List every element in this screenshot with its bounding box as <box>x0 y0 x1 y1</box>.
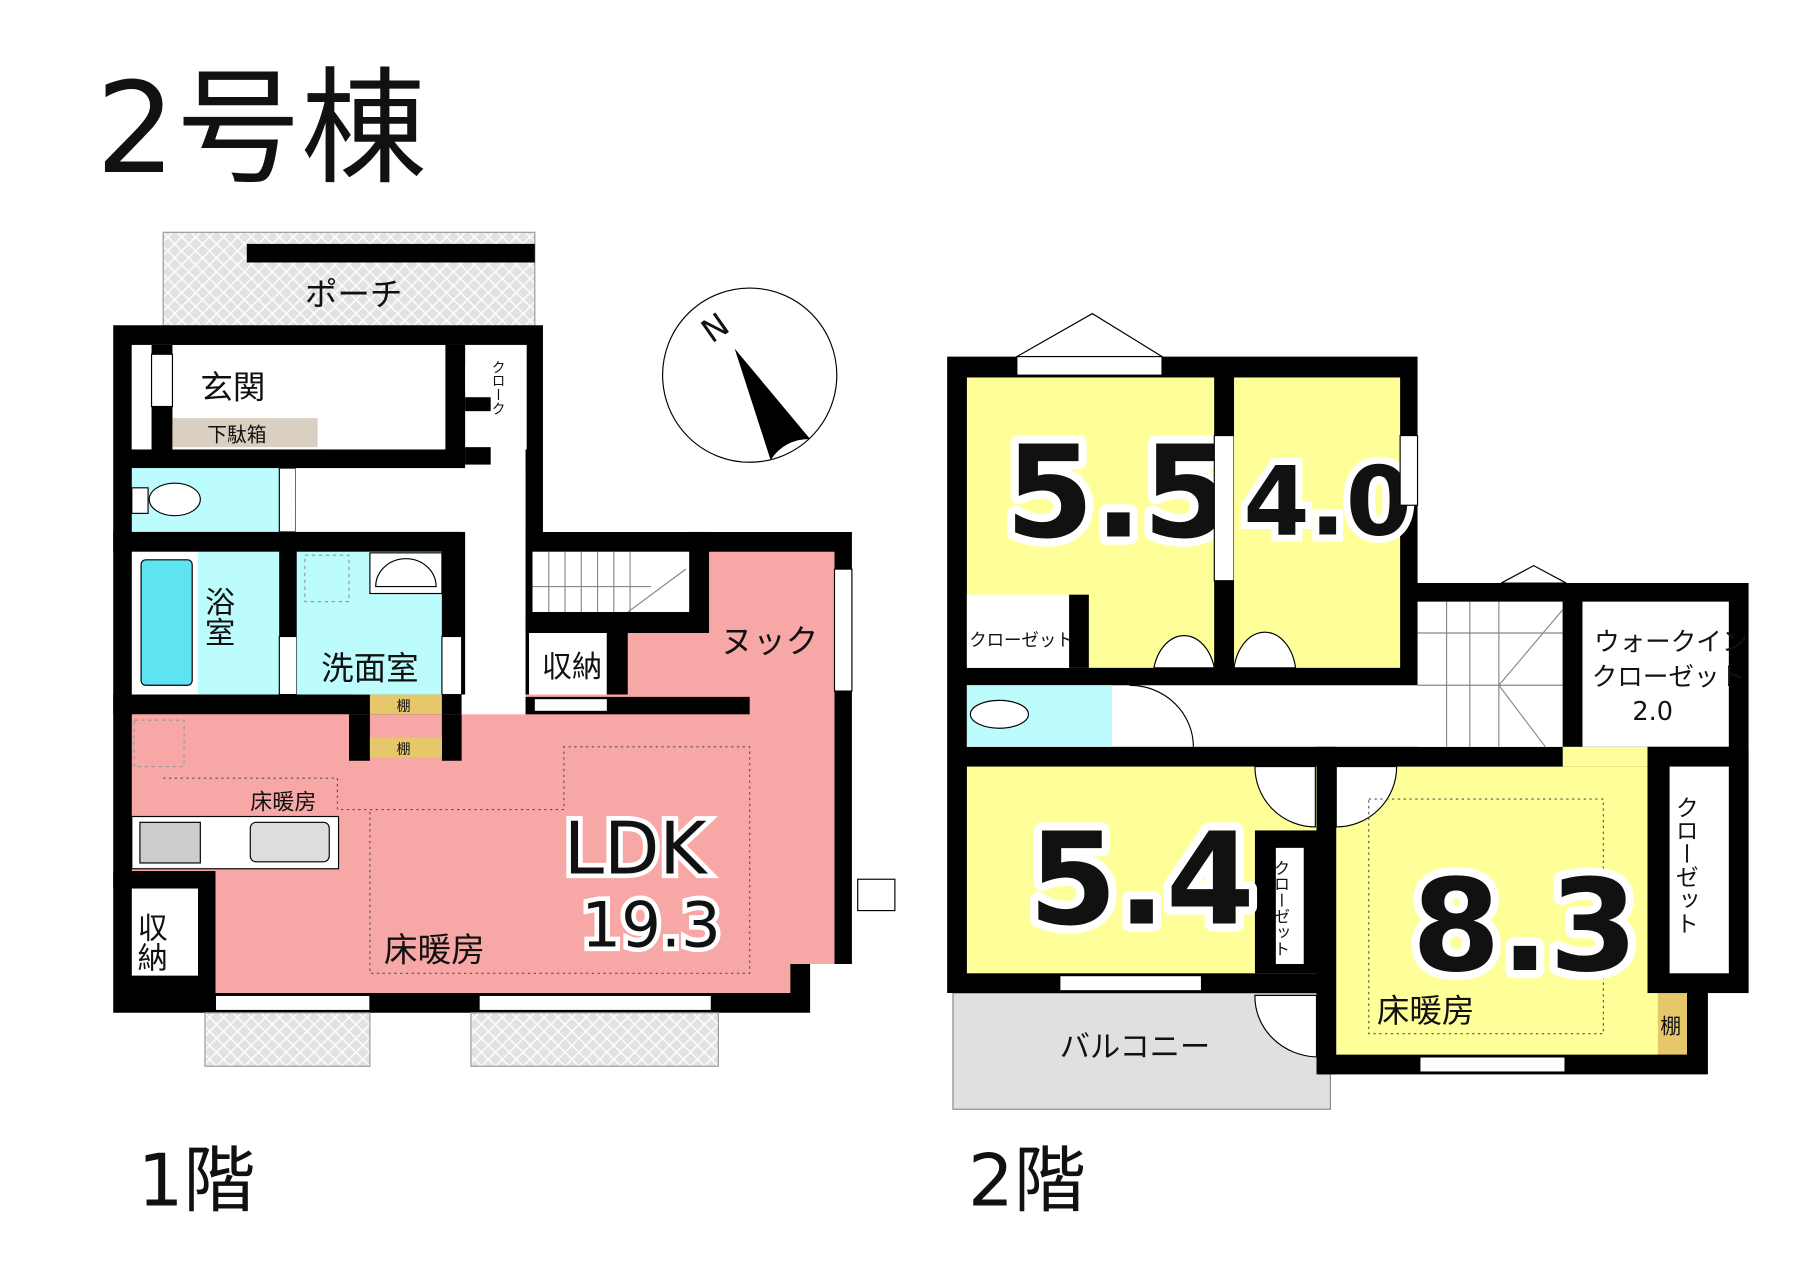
shelf-2f-label: 棚 <box>1660 1015 1681 1039</box>
storage-2 <box>131 888 199 976</box>
kitchen-floor-heating-label: 床暖房 <box>250 791 316 816</box>
bathroom <box>198 551 280 695</box>
storage-1 <box>529 633 607 695</box>
floor-2-label: 2階 <box>968 1139 1086 1223</box>
stairs-2f <box>1417 601 1563 747</box>
room-8-3-closet-label: クローゼット <box>1671 796 1698 935</box>
room-8-3-closet <box>1669 766 1729 974</box>
room-8-3 <box>1336 766 1658 1055</box>
wic-label-1: ウォークイン <box>1594 627 1747 657</box>
room-5-4-closet-label: クローゼット <box>1271 859 1290 957</box>
room-4-0 <box>1234 377 1401 668</box>
cloak-label: クローク <box>490 360 506 416</box>
sink-icon <box>249 821 330 863</box>
storage-1-label: 収納 <box>542 650 602 685</box>
room-5-5-size: 5.5 <box>1005 419 1231 568</box>
building-title: 2号棟 <box>96 56 427 202</box>
bath-label: 浴室 <box>199 587 234 647</box>
washroom-label: 洗面室 <box>321 649 419 687</box>
ldk-size: 19.3 <box>581 889 721 962</box>
shelf-2-label: 棚 <box>397 742 411 758</box>
compass: N <box>662 287 838 463</box>
stairs <box>532 551 690 613</box>
north-arrow-icon <box>734 348 811 460</box>
room-4-0-size: 4.0 <box>1243 447 1412 557</box>
porch-label: ポーチ <box>305 275 403 313</box>
bathtub-icon <box>140 559 193 686</box>
room-8-3-floor-heating-label: 床暖房 <box>1377 992 1475 1030</box>
floor-1-label: 1階 <box>138 1139 256 1223</box>
wic-label-2: クローゼット <box>1592 662 1745 692</box>
nook-label: ヌック <box>721 623 819 661</box>
stove-icon <box>139 821 201 864</box>
shelf-2 <box>369 737 442 758</box>
shoe-cabinet-label: 下駄箱 <box>207 423 266 446</box>
room-8-3-size: 8.3 <box>1412 852 1638 1001</box>
wic-size: 2.0 <box>1632 697 1673 727</box>
room-5-5-closet <box>966 594 1070 668</box>
entrance-label: 玄関 <box>200 368 265 406</box>
room-5-4-closet <box>1275 847 1304 965</box>
storage-2-label: 収納 <box>132 912 168 973</box>
walk-in-closet <box>1582 601 1729 747</box>
ldk-label: LDK <box>564 806 709 890</box>
room-5-5-closet-label: クローゼット <box>969 631 1073 651</box>
shoe-cabinet <box>172 418 318 448</box>
shelf-1 <box>369 694 442 715</box>
washbasin-icon <box>375 558 437 588</box>
ldk-room <box>131 551 835 994</box>
room-5-4-size: 5.4 <box>1028 805 1254 954</box>
balcony-label: バルコニー <box>1060 1030 1210 1065</box>
floor-2-plan: バルコニー クローゼット 5.5 4.0 ウォークイン クローゼット 2.0 <box>947 312 1749 1223</box>
shelf-1-label: 棚 <box>397 699 411 715</box>
floor-1-plan: ポーチ 玄関 下駄箱 クローク 浴室 <box>113 231 896 1223</box>
toilet-2f-icon <box>969 699 1030 729</box>
toilet-icon <box>148 482 201 517</box>
ldk-floor-heating-label: 床暖房 <box>384 931 485 970</box>
shelf-2f <box>1657 993 1688 1055</box>
